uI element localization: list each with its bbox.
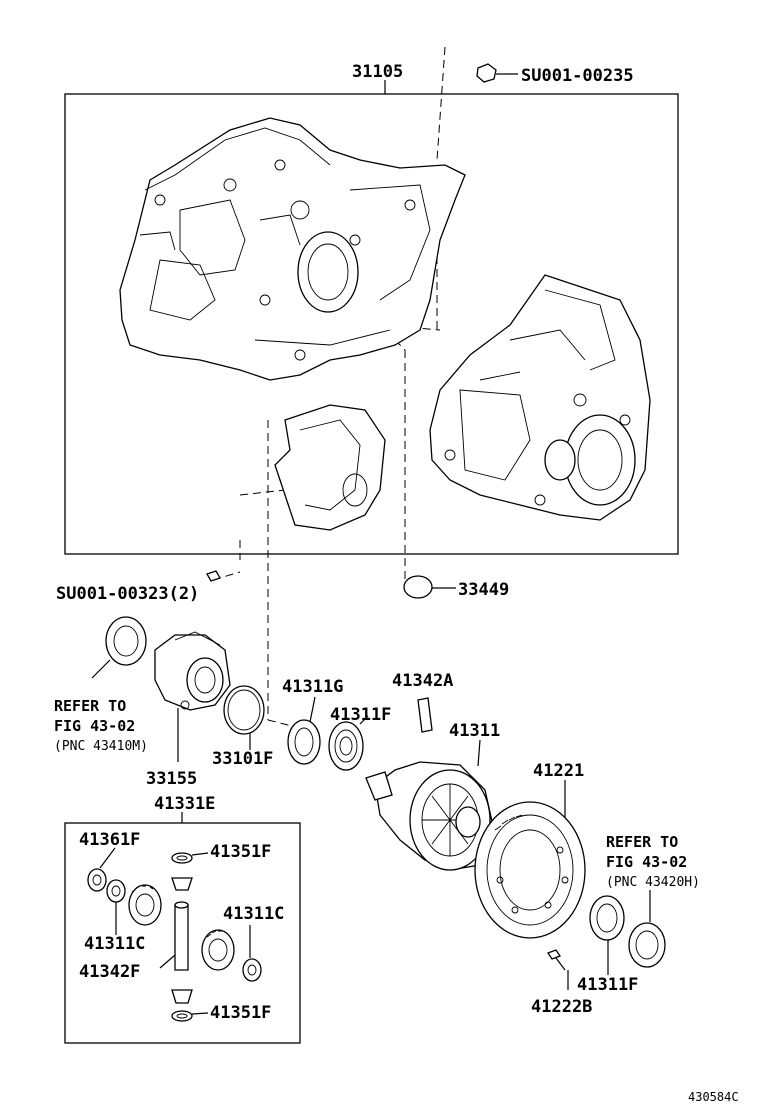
label-ref-left-2: FIG 43-02 — [54, 717, 135, 735]
label-41311f-b: 41311F — [577, 975, 638, 995]
oil-seal-left-icon — [91, 616, 147, 679]
o-ring-33101f-icon — [223, 685, 265, 750]
label-41311c-b: 41311C — [84, 934, 145, 954]
pin-41342a-icon — [417, 697, 433, 733]
bearing-41311f-right-icon — [589, 895, 625, 975]
dowel-pin-icon — [206, 570, 221, 582]
label-41311: 41311 — [449, 721, 500, 741]
dash-axis-top — [436, 46, 446, 161]
figure-id: 430584C — [688, 1090, 739, 1104]
bolt-su001-00235-icon — [476, 63, 518, 83]
bolt-41222b-icon — [547, 949, 569, 990]
label-su001-00235: SU001-00235 — [521, 66, 634, 86]
label-ref-left-1: REFER TO — [54, 697, 126, 715]
label-31105: 31105 — [352, 62, 403, 82]
bearing-41311f-icon — [328, 715, 369, 771]
label-ref-right-1: REFER TO — [606, 833, 678, 851]
label-ref-left-3: (PNC 43410M) — [54, 739, 148, 754]
label-33101f: 33101F — [212, 749, 273, 769]
label-41342a: 41342A — [392, 671, 453, 691]
label-ref-right-3: (PNC 43420H) — [606, 875, 700, 890]
label-41222b: 41222B — [531, 997, 592, 1017]
dash-cover — [239, 489, 286, 496]
transmission-case-icon — [429, 274, 651, 521]
label-su001-00323: SU001-00323(2) — [56, 584, 199, 604]
label-41311f-a: 41311F — [330, 705, 391, 725]
plug-33449-icon — [403, 575, 456, 599]
label-41221: 41221 — [533, 761, 584, 781]
housing-assembly-frame — [64, 93, 679, 555]
label-41342f: 41342F — [79, 962, 140, 982]
label-41361f: 41361F — [79, 830, 140, 850]
label-ref-right-2: FIG 43-02 — [606, 853, 687, 871]
bearing-retainer-33155-icon — [154, 631, 231, 762]
label-41311g: 41311G — [282, 677, 343, 697]
label-41311c-a: 41311C — [223, 904, 284, 924]
oil-seal-right-icon — [628, 890, 666, 968]
label-41331e: 41331E — [154, 794, 215, 814]
clutch-housing-icon — [119, 117, 466, 381]
differential-case-41311-icon — [365, 739, 496, 871]
ring-gear-41221-icon — [474, 780, 586, 939]
label-41351f-a: 41351F — [210, 842, 271, 862]
side-cover-icon — [274, 404, 386, 531]
label-33155: 33155 — [146, 769, 197, 789]
label-41351f-b: 41351F — [210, 1003, 271, 1023]
kit-parts-icon — [87, 847, 262, 1022]
label-33449: 33449 — [458, 580, 509, 600]
oil-seal-41311g-icon — [287, 696, 321, 765]
